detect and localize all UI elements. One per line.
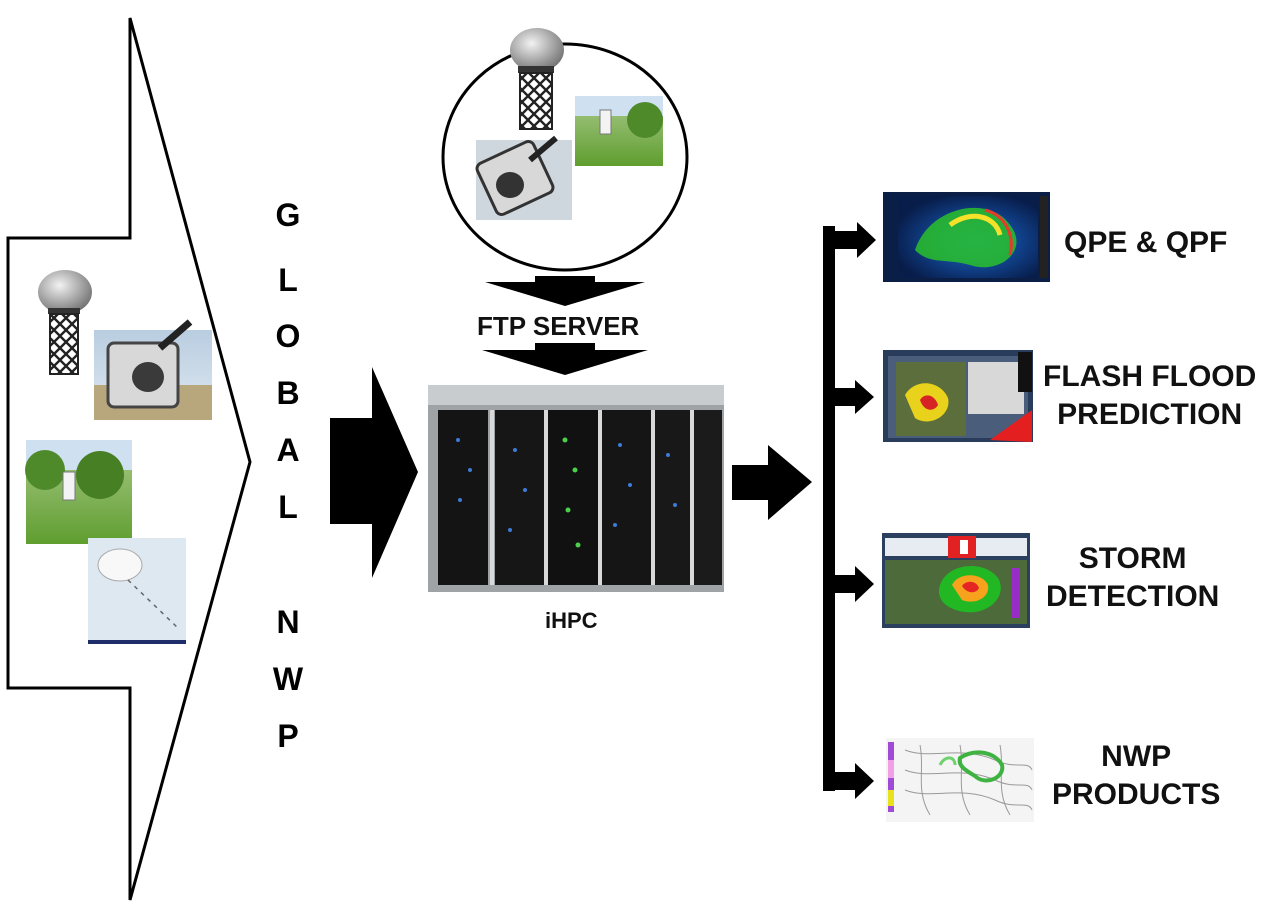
flash-flood-thumbnail <box>883 350 1033 442</box>
distribution-bar <box>823 226 835 791</box>
ftp-server-label: FTP SERVER <box>477 311 640 341</box>
rain-gauge-photo <box>94 319 212 420</box>
radar-tower-icon-top <box>510 28 564 130</box>
output-label-qpe: QPE & QPF <box>1064 224 1227 262</box>
down-arrow-ftp-upper <box>485 276 645 306</box>
output-label-line: DETECTION <box>1046 580 1220 613</box>
global-nwp-letter: P <box>277 718 299 754</box>
qpe-radar-thumbnail <box>883 192 1050 282</box>
ihpc-label: iHPC <box>545 608 598 633</box>
weather-station-photo <box>25 440 132 544</box>
ihpc-server-photo <box>428 385 724 592</box>
radar-tower-icon <box>38 270 92 375</box>
global-nwp-letter: A <box>276 432 300 468</box>
output-label-nwp: NWP PRODUCTS <box>1052 738 1220 814</box>
global-nwp-letter: W <box>272 661 304 697</box>
output-label-line: PRODUCTS <box>1052 778 1221 811</box>
output-label-line: PREDICTION <box>1057 398 1243 431</box>
global-nwp-letter: L <box>278 489 298 525</box>
global-nwp-letter: L <box>278 262 298 298</box>
global-nwp-letter: B <box>276 375 300 411</box>
output-label-line: FLASH FLOOD <box>1043 360 1257 393</box>
arrow-to-output-nwp <box>835 763 874 799</box>
output-label-line: NWP <box>1101 740 1172 773</box>
arrow-to-output-qpe <box>835 222 876 258</box>
arrow-to-ihpc <box>330 367 418 578</box>
storm-detection-thumbnail <box>882 533 1030 628</box>
arrow-from-ihpc <box>732 445 812 520</box>
weather-balloon-photo <box>88 538 186 644</box>
output-label-storm: STORM DETECTION <box>1046 540 1219 616</box>
global-nwp-letter: O <box>275 318 301 354</box>
arrow-to-output-storm <box>835 566 874 602</box>
output-label-line: STORM <box>1078 542 1187 575</box>
nwp-products-thumbnail <box>886 738 1034 822</box>
rain-gauge-photo-top <box>475 135 572 220</box>
output-label-line: QPE & QPF <box>1064 226 1228 259</box>
global-nwp-letter: N <box>276 604 300 640</box>
down-arrow-ftp-lower <box>482 343 648 375</box>
output-label-flash-flood: FLASH FLOOD PREDICTION <box>1043 358 1256 434</box>
global-nwp-letter: G <box>275 197 301 233</box>
weather-station-photo-top <box>575 96 663 166</box>
arrow-to-output-flood <box>835 380 874 414</box>
